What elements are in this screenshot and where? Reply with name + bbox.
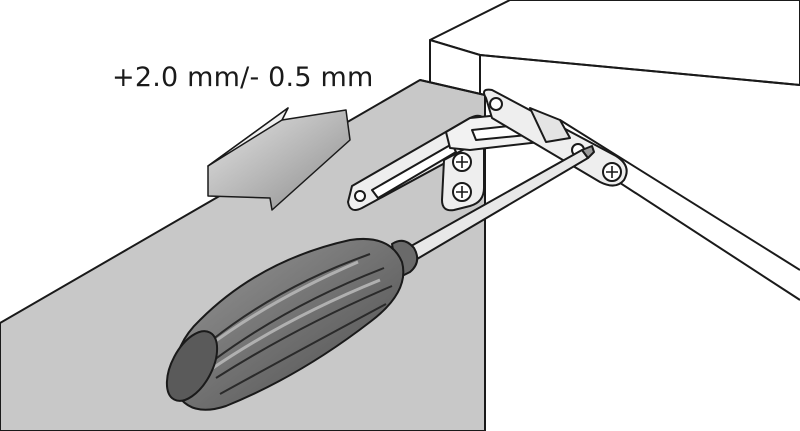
adjustment-range-label: +2.0 mm/- 0.5 mm — [112, 62, 374, 93]
door-panel — [0, 79, 486, 431]
screwdriver-icon — [165, 145, 595, 411]
hinge-icon — [347, 88, 628, 212]
double-headed-arrow-icon — [207, 107, 351, 211]
